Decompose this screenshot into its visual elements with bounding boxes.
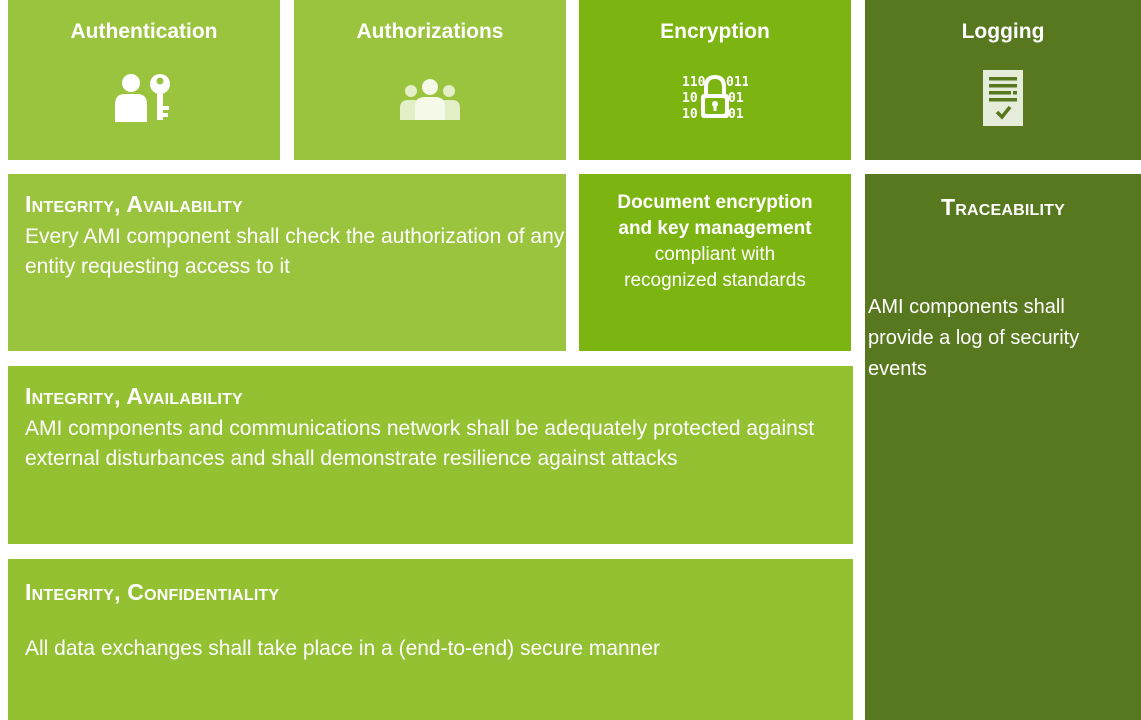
auth-box-text: Every AMI component shall check the auth… <box>25 225 565 278</box>
encryption-title: Encryption <box>660 20 770 43</box>
traceability-box: Traceability AMI components shall provid… <box>865 174 1141 720</box>
authorization-check-box: Integrity, Availability Every AMI compon… <box>8 174 566 351</box>
authorizations-tile: Authorizations <box>294 0 566 160</box>
logging-tile: Logging <box>865 0 1141 160</box>
network-box-heading: Integrity, Availability <box>25 383 243 409</box>
document-encryption-box: Document encryption and key management c… <box>579 174 851 351</box>
svg-text:01: 01 <box>728 91 744 106</box>
exchange-box-text: All data exchanges shall take place in a… <box>25 637 661 660</box>
user-key-icon <box>113 72 175 127</box>
svg-text:10: 10 <box>682 91 698 106</box>
encryption-box-line3: compliant with <box>654 244 776 265</box>
authorizations-title: Authorizations <box>356 20 504 43</box>
encryption-box-text: Document encryption and key management c… <box>585 190 845 294</box>
secure-exchange-box: Integrity, Confidentiality All data exch… <box>8 559 853 720</box>
encryption-box-line2: and key management <box>618 218 812 239</box>
encryption-tile: Encryption 110 10 10 011 01 01 <box>579 0 851 160</box>
encryption-box-line1: Document encryption <box>617 192 813 213</box>
binary-lock-icon: 110 10 10 011 01 01 <box>682 72 750 127</box>
authentication-tile: Authentication <box>8 0 280 160</box>
svg-text:10: 10 <box>682 107 698 122</box>
traceability-text: AMI components shall provide a log of se… <box>868 296 1080 380</box>
svg-text:01: 01 <box>728 107 744 122</box>
svg-text:110: 110 <box>682 75 706 90</box>
traceability-heading: Traceability <box>940 194 1065 220</box>
encryption-box-line4: recognized standards <box>624 270 806 291</box>
network-protection-box: Integrity, Availability AMI components a… <box>8 366 853 544</box>
logging-title: Logging <box>961 20 1045 43</box>
log-document-icon <box>983 70 1023 131</box>
exchange-box-heading: Integrity, Confidentiality <box>25 579 280 605</box>
svg-text:011: 011 <box>726 75 748 90</box>
network-box-text: AMI components and communications networ… <box>25 417 815 470</box>
authentication-title: Authentication <box>70 20 218 43</box>
auth-box-heading: Integrity, Availability <box>25 191 243 217</box>
user-group-icon <box>399 78 461 125</box>
